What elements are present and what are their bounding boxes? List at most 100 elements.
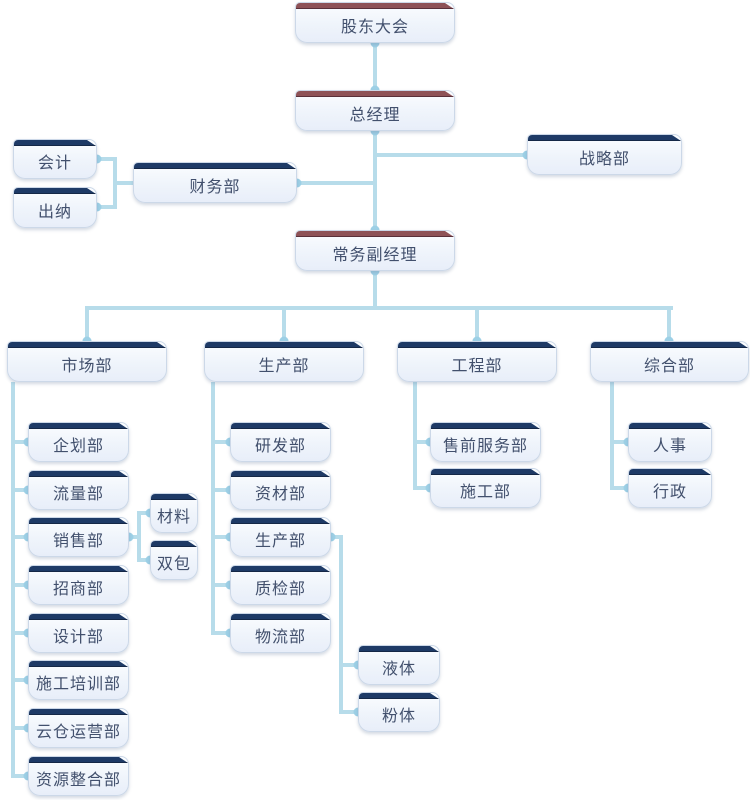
- org-node-cashier[interactable]: 出纳: [13, 187, 97, 228]
- org-node-marketing[interactable]: 市场部: [7, 341, 167, 382]
- org-node-administration[interactable]: 行政: [628, 468, 712, 508]
- org-node-general-affairs[interactable]: 综合部: [590, 341, 749, 382]
- node-label: 人事: [652, 438, 687, 455]
- org-node-presales-service[interactable]: 售前服务部: [430, 422, 541, 462]
- connector-stub: [211, 583, 230, 587]
- org-node-traffic[interactable]: 流量部: [28, 470, 129, 510]
- connector-trunk-3: [373, 271, 377, 308]
- connector-accounting: [97, 157, 117, 161]
- node-top-bar: [431, 423, 540, 429]
- connector-drop-production: [282, 306, 286, 341]
- org-node-rnd[interactable]: 研发部: [230, 422, 331, 462]
- node-top-bar: [29, 614, 128, 620]
- node-label: 质检部: [254, 581, 306, 598]
- node-label: 股东大会: [340, 18, 409, 36]
- connection-dot: [370, 38, 380, 48]
- connector-stub: [413, 440, 430, 444]
- connector-stub: [211, 488, 230, 492]
- connector-stub: [11, 440, 28, 444]
- node-label: 材料: [156, 509, 191, 526]
- node-label: 招商部: [52, 581, 104, 598]
- org-node-resource-integration[interactable]: 资源整合部: [28, 756, 129, 796]
- node-label: 战略部: [578, 150, 630, 168]
- node-label: 市场部: [61, 357, 113, 375]
- connection-dot: [326, 532, 336, 542]
- org-node-strategy[interactable]: 战略部: [527, 134, 682, 175]
- org-node-engineering[interactable]: 工程部: [397, 341, 557, 382]
- connection-dot: [92, 154, 102, 164]
- node-top-bar: [431, 469, 540, 475]
- org-node-hr[interactable]: 人事: [628, 422, 712, 462]
- org-node-design[interactable]: 设计部: [28, 613, 129, 653]
- connector-finance-join: [113, 181, 133, 185]
- node-label: 综合部: [643, 357, 695, 375]
- org-node-construction-training[interactable]: 施工培训部: [28, 660, 129, 700]
- node-label: 工程部: [451, 357, 503, 375]
- node-top-bar: [151, 494, 197, 500]
- connection-dot: [92, 202, 102, 212]
- connector-drop-engineering: [475, 306, 479, 341]
- node-top-bar: [134, 163, 296, 169]
- node-top-bar: [8, 342, 166, 348]
- connector-stub: [11, 535, 28, 539]
- org-node-shareholders[interactable]: 股东大会: [295, 2, 455, 43]
- org-node-materials-supply[interactable]: 资材部: [230, 470, 331, 510]
- org-node-finance[interactable]: 财务部: [133, 162, 297, 203]
- connector-engineering-spine: [413, 382, 417, 490]
- connector-stub: [11, 726, 28, 730]
- org-node-planning[interactable]: 企划部: [28, 422, 129, 462]
- connector-stub: [339, 663, 358, 667]
- connector-cashier: [97, 205, 117, 209]
- connector-general-spine: [610, 382, 614, 490]
- node-top-bar: [29, 471, 128, 477]
- org-node-production-sub[interactable]: 生产部: [230, 517, 331, 557]
- org-node-logistics[interactable]: 物流部: [230, 613, 331, 653]
- connector-stub: [413, 486, 430, 490]
- org-node-general-manager[interactable]: 总经理: [295, 90, 455, 131]
- node-top-bar: [29, 709, 128, 715]
- connector-stub: [137, 558, 150, 562]
- org-node-production[interactable]: 生产部: [204, 341, 364, 382]
- node-top-bar: [29, 423, 128, 429]
- node-label: 会计: [37, 155, 72, 172]
- node-label: 物流部: [254, 629, 306, 646]
- node-label: 液体: [381, 661, 416, 678]
- org-node-liquid[interactable]: 液体: [358, 645, 440, 685]
- node-top-bar: [231, 471, 330, 477]
- node-label: 流量部: [52, 486, 104, 503]
- node-label: 资源整合部: [35, 772, 121, 789]
- node-top-bar: [629, 423, 711, 429]
- org-node-quality-inspection[interactable]: 质检部: [230, 565, 331, 605]
- org-node-double-contract[interactable]: 双包: [150, 540, 198, 580]
- org-node-cloud-warehouse-ops[interactable]: 云仓运营部: [28, 708, 129, 748]
- node-top-bar: [151, 541, 197, 547]
- node-top-bar: [231, 518, 330, 524]
- org-node-material[interactable]: 材料: [150, 493, 198, 533]
- node-top-bar: [29, 661, 128, 667]
- connector-strategy: [375, 153, 527, 157]
- connector-stub: [11, 678, 28, 682]
- org-node-deputy-manager[interactable]: 常务副经理: [295, 230, 455, 271]
- org-node-sales[interactable]: 销售部: [28, 517, 129, 557]
- node-top-bar: [205, 342, 363, 348]
- node-label: 粉体: [381, 708, 416, 725]
- node-label: 总经理: [349, 106, 401, 124]
- connector-prodsub-split: [339, 535, 343, 714]
- node-top-bar: [398, 342, 556, 348]
- connection-dot: [370, 266, 380, 276]
- connector-stub: [339, 710, 358, 714]
- node-top-bar: [591, 342, 748, 348]
- connector-stub: [11, 488, 28, 492]
- connector-stub: [11, 631, 28, 635]
- node-label: 设计部: [52, 629, 104, 646]
- org-node-powder[interactable]: 粉体: [358, 692, 440, 732]
- connector-stub: [137, 511, 150, 515]
- connector-drop-marketing: [85, 306, 89, 341]
- node-label: 资材部: [254, 486, 306, 503]
- node-label: 销售部: [52, 533, 104, 550]
- org-node-merchant[interactable]: 招商部: [28, 565, 129, 605]
- node-label: 财务部: [189, 178, 241, 196]
- node-top-bar: [296, 3, 454, 9]
- org-node-accounting[interactable]: 会计: [13, 139, 97, 179]
- org-node-construction[interactable]: 施工部: [430, 468, 541, 508]
